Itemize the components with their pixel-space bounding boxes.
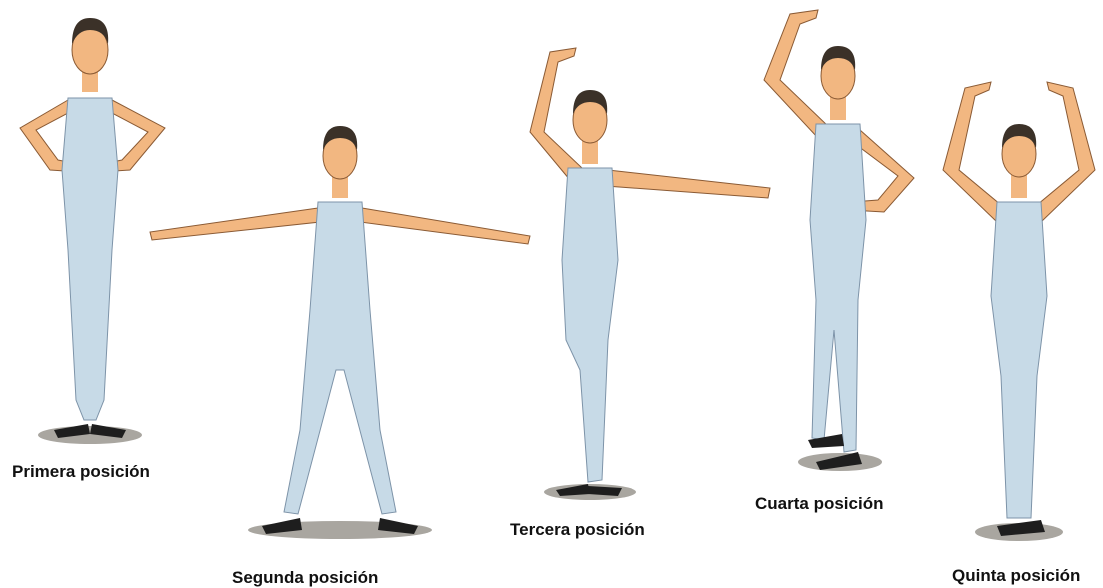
leotard <box>61 97 119 421</box>
arm-raised-left <box>942 81 1008 223</box>
neck <box>332 174 348 198</box>
dancer-fifth-position <box>942 81 1096 541</box>
neck <box>582 140 598 164</box>
dancer-third-position <box>529 47 771 500</box>
ballet-shoe-left <box>556 484 590 496</box>
caption-tercera-posicion: Tercera posición <box>510 520 645 539</box>
ballet-shoe-right <box>378 518 418 534</box>
leotard <box>809 123 867 453</box>
caption-segunda-posicion: Segunda posición <box>232 568 379 587</box>
caption-quinta-posicion: Quinta posición <box>952 566 1081 585</box>
arm-left <box>149 207 321 241</box>
hair <box>323 126 358 150</box>
hair <box>573 90 608 114</box>
hair <box>821 46 856 70</box>
ballet-shoe-right <box>90 424 126 438</box>
leotard <box>283 201 397 515</box>
caption-cuarta-posicion: Cuarta posición <box>755 494 884 513</box>
neck <box>1011 174 1027 198</box>
ballet-shoe-left <box>262 518 302 534</box>
dancer-second-position <box>149 126 531 539</box>
arm-raised-right <box>1030 81 1096 223</box>
floor-shadow <box>38 426 142 444</box>
dancer-fourth-position <box>763 9 915 471</box>
hair <box>1002 124 1037 148</box>
neck <box>82 70 98 92</box>
ballet-shoes <box>997 520 1045 536</box>
leotard <box>561 167 619 483</box>
ballet-shoe-left <box>54 424 90 438</box>
caption-primera-posicion: Primera posición <box>12 462 150 481</box>
arm-raised <box>529 47 583 181</box>
ballet-shoe-back <box>808 434 844 448</box>
arm-raised <box>763 9 831 139</box>
arm-side <box>605 169 771 199</box>
dancer-first-position <box>19 18 166 444</box>
leotard <box>990 201 1048 519</box>
ballet-shoe-front <box>816 452 862 470</box>
hair <box>72 18 109 44</box>
neck <box>830 96 846 120</box>
ballet-shoe-right <box>588 486 622 496</box>
